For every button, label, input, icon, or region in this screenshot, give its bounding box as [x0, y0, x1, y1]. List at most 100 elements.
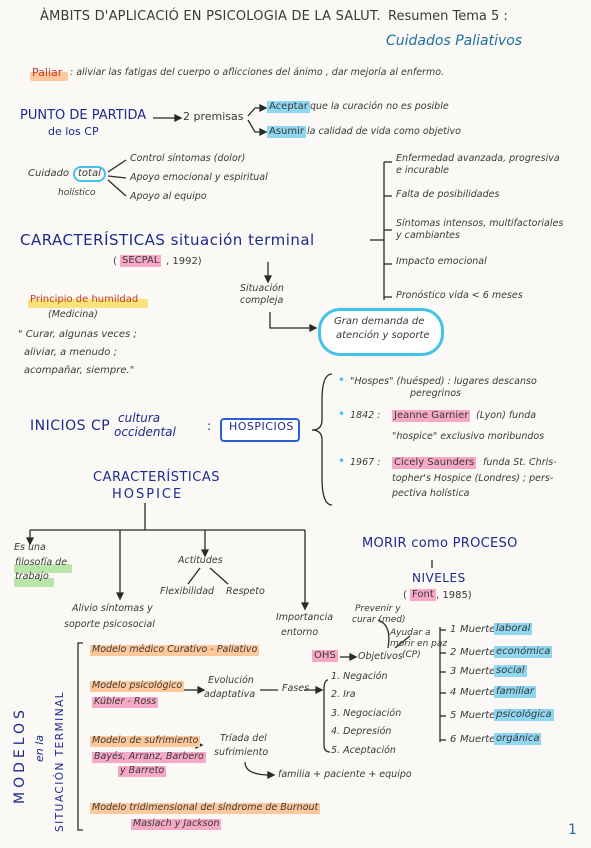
- nivel-label: Muerte: [460, 666, 496, 677]
- fase-item: 3. Negociación: [331, 708, 402, 719]
- nivel-number: 1: [450, 624, 457, 635]
- fase-item: 4. Depresión: [331, 726, 392, 737]
- caracteristicas-source-open: (: [113, 256, 117, 267]
- summary-label: Resumen Tema 5 :: [388, 9, 508, 24]
- caracteristicas-title: CARACTERÍSTICAS situación terminal: [20, 231, 315, 249]
- ayudar-label: (CP): [402, 650, 421, 660]
- modelos-side-sub: SITUACIÓN TERMINAL: [54, 690, 66, 832]
- evolucion-label: adaptativa: [204, 689, 256, 700]
- paliar-definition: : aliviar las fatigas del cuerpo o aflic…: [70, 67, 445, 78]
- nivel-number: 6: [450, 734, 457, 745]
- kubler-ross-highlight: Kübler - Ross: [92, 696, 159, 708]
- respeto-label: Respeto: [226, 586, 265, 597]
- objetivos-label: Objetivos: [358, 651, 403, 662]
- modelo-psicologico: Modelo psicológico: [90, 680, 185, 692]
- flexibilidad-label: Flexibilidad: [160, 586, 215, 597]
- importancia-label: Importancia: [276, 612, 334, 623]
- ayudar-label: Ayudar a: [390, 628, 431, 638]
- paliar-term: Paliar: [32, 66, 63, 79]
- nivel-label: Muerte: [460, 734, 496, 745]
- document-subtitle: Cuidados Paliativos: [386, 33, 523, 49]
- nivel-number: 4: [450, 687, 457, 698]
- nivel-label: Muerte: [460, 710, 496, 721]
- nivel-highlight: psicológica: [494, 709, 554, 721]
- prevenir-label: Prevenir y: [355, 604, 401, 614]
- hospicio-item-cont: pectiva holística: [392, 488, 470, 499]
- premisa-2-highlight: Asumir: [267, 126, 307, 138]
- humildad-sub: (Medicina): [48, 309, 98, 320]
- humildad-quote: acompañar, siempre.": [24, 365, 135, 376]
- hospicio-item: (Lyon) funda: [476, 410, 537, 421]
- hospicios-box: [220, 418, 300, 442]
- nivel-highlight: social: [494, 665, 527, 677]
- premisa-2-text: la calidad de vida como objetivo: [307, 126, 461, 137]
- bullet: •: [338, 407, 346, 421]
- document-title: ÀMBITS D'APLICACIÓ EN PSICOLOGIA DE LA S…: [40, 9, 381, 24]
- triada-label: Tríada del: [220, 733, 267, 744]
- cuidado-item: Apoyo emocional y espiritual: [130, 172, 268, 183]
- niveles-source-year: , 1985): [436, 590, 472, 601]
- ohs-highlight: OHS: [312, 650, 338, 662]
- triada-label: sufrimiento: [214, 747, 269, 758]
- alivio-label: soporte psicosocial: [64, 619, 155, 630]
- humildad-title: Principio de humildad: [30, 294, 139, 305]
- cloud-text: atención y soporte: [336, 330, 430, 341]
- punto-partida-subtitle: de los CP: [48, 125, 99, 138]
- inicios-colon: :: [207, 419, 212, 433]
- cuidado-label: Cuidado: [28, 168, 70, 179]
- nivel-number: 5: [450, 710, 457, 721]
- cuidado-item: Apoyo al equipo: [130, 191, 207, 202]
- situacion-label: Situación: [240, 283, 284, 294]
- premisa-1-highlight: Aceptar: [267, 101, 310, 113]
- modelos-side-sub: en la: [33, 734, 46, 762]
- alivio-label: Alivio síntomas y: [72, 603, 153, 614]
- nivel-highlight: orgánica: [494, 733, 542, 745]
- hospicios-label: HOSPICIOS: [229, 420, 294, 433]
- bayes-highlight: y Barreto: [118, 765, 167, 777]
- modelo-sufrimiento: Modelo de sufrimiento: [90, 735, 201, 747]
- caracteristicas-source-year: , 1992): [166, 256, 202, 267]
- nivel-number: 3: [450, 666, 457, 677]
- nivel-label: Muerte: [460, 624, 496, 635]
- filosofia-highlight: filosofía de: [15, 557, 68, 568]
- page-number: 1: [568, 822, 577, 838]
- premisa-1-text: que la curación no es posible: [310, 101, 449, 112]
- importancia-label: entorno: [281, 627, 319, 638]
- hospicio-item: "Hospes" (huésped) : lugares descanso: [350, 376, 537, 387]
- nivel-highlight: laboral: [494, 623, 533, 635]
- hospice-title: CARACTERÍSTICAS: [93, 470, 220, 485]
- caracteristica-item: Pronóstico vida < 6 meses: [396, 290, 523, 301]
- premisas-label: 2 premisas: [183, 110, 244, 123]
- ayudar-label: morir en paz: [390, 639, 448, 649]
- humildad-quote: aliviar, a menudo ;: [24, 347, 117, 358]
- niveles-title: NIVELES: [412, 571, 466, 585]
- hospicio-item-cont: "hospice" exclusivo moribundos: [392, 431, 545, 442]
- cultura-label: cultura: [118, 411, 161, 425]
- caracteristica-item: Síntomas intensos, multifactoriales: [396, 218, 564, 229]
- bayes-highlight: Bayés, Arranz, Barbero: [92, 751, 206, 763]
- cuidado-holistico: holístico: [58, 188, 96, 198]
- caracteristica-item: Impacto emocional: [396, 256, 487, 267]
- evolucion-label: Evolución: [208, 675, 254, 686]
- nivel-highlight: familiar: [494, 686, 536, 698]
- modelos-side-title: MODELOS: [12, 706, 28, 804]
- caracteristica-item: e incurable: [396, 165, 450, 176]
- bullet: •: [338, 454, 346, 468]
- humildad-quote: " Curar, algunas veces ;: [18, 329, 137, 340]
- cloud-text: Gran demanda de: [334, 316, 425, 327]
- nivel-label: Muerte: [460, 647, 496, 658]
- cuidado-total-circled: total: [73, 166, 106, 182]
- fase-item: 1. Negación: [331, 671, 388, 682]
- hospice-title: HOSPICE: [112, 487, 184, 502]
- caracteristica-item: Falta de posibilidades: [396, 189, 500, 200]
- triada-members: familia + paciente + equipo: [278, 769, 412, 780]
- caracteristica-item: y cambiantes: [396, 230, 460, 241]
- situacion-label: compleja: [240, 295, 284, 306]
- cultura-label: occidental: [114, 425, 176, 439]
- font-highlight: Font: [410, 589, 436, 601]
- nivel-label: Muerte: [460, 687, 496, 698]
- cuidado-item: Control síntomas (dolor): [130, 153, 246, 164]
- demanda-cloud: [318, 308, 444, 356]
- caracteristica-item: Enfermedad avanzada, progresiva: [396, 153, 560, 164]
